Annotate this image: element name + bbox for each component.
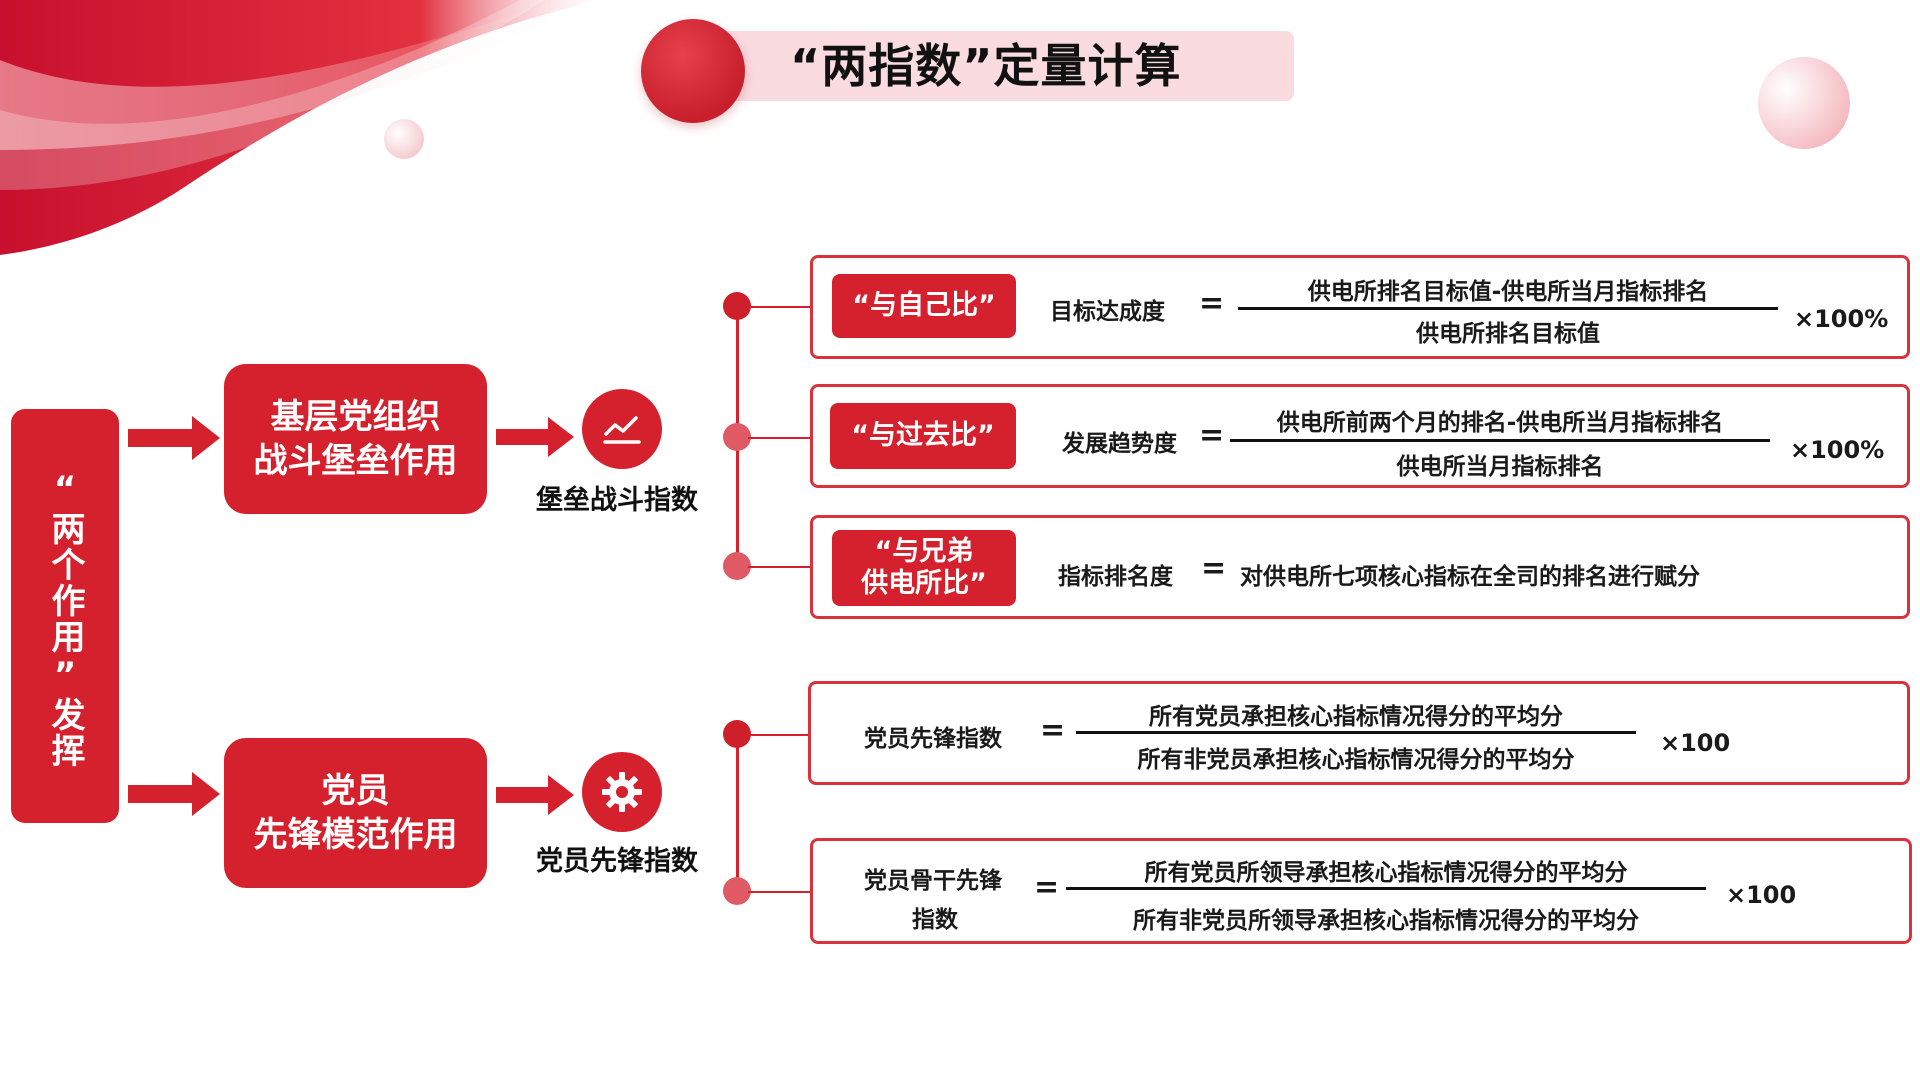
trend-chart-icon <box>603 416 641 444</box>
connector-line <box>748 891 810 893</box>
metric-member-vanguard: 党员先锋指数 <box>864 726 1002 752</box>
metric-backbone-line1: 党员骨干先锋 <box>864 868 1002 894</box>
title-background <box>718 31 1294 101</box>
connector-dot <box>723 877 751 905</box>
gear-icon <box>602 772 642 812</box>
formula-backbone-vanguard <box>810 838 1912 944</box>
tag-peer-line1: “与兄弟 <box>874 536 974 567</box>
arrow-to-member-index <box>496 775 574 815</box>
bastion-role-line2: 战斗堡垒作用 <box>253 441 458 481</box>
fraction-line <box>1230 439 1770 442</box>
member-role-line2: 先锋模范作用 <box>253 815 458 855</box>
equals-sign: = <box>1034 870 1060 905</box>
arrow-to-bastion <box>128 416 220 460</box>
tag-peer-line2: 供电所比” <box>861 568 987 599</box>
multiplier: ×100 <box>1726 881 1797 909</box>
arrow-to-member <box>128 772 220 816</box>
multiplier: ×100 <box>1660 729 1731 757</box>
numerator: 所有党员所领导承担核心指标情况得分的平均分 <box>1144 860 1628 886</box>
fraction-line <box>1238 307 1778 310</box>
page-title: “两指数”定量计算 <box>790 39 1182 93</box>
two-roles-label: “两个作用”发挥 <box>45 469 85 769</box>
equals-sign: = <box>1040 713 1066 748</box>
two-roles-block: “两个作用”发挥 <box>11 409 119 823</box>
bastion-index-label: 堡垒战斗指数 <box>536 485 698 516</box>
tag-past-compare: “与过去比” <box>830 403 1016 469</box>
multiplier: ×100% <box>1794 305 1889 333</box>
connector-line <box>748 437 810 439</box>
bastion-index-icon-circle <box>582 389 662 469</box>
title-circle-icon <box>641 19 745 123</box>
fraction-line <box>1076 731 1636 734</box>
fraction-line <box>1066 887 1706 890</box>
connector-dot <box>723 292 751 320</box>
denominator: 所有非党员承担核心指标情况得分的平均分 <box>1137 747 1575 773</box>
denominator: 供电所排名目标值 <box>1416 321 1600 347</box>
arrow-to-bastion-index <box>496 417 574 457</box>
numerator: 所有党员承担核心指标情况得分的平均分 <box>1149 704 1563 730</box>
equals-sign: = <box>1199 286 1225 321</box>
connector-line <box>748 734 810 736</box>
bastion-role-box: 基层党组织 战斗堡垒作用 <box>224 364 487 514</box>
metric-goal-achievement: 目标达成度 <box>1050 299 1165 325</box>
metric-index-ranking: 指标排名度 <box>1058 564 1173 590</box>
equals-sign: = <box>1199 418 1225 453</box>
connector-line <box>748 566 810 568</box>
connector-line <box>748 306 810 308</box>
connector-dot <box>723 552 751 580</box>
ranking-description: 对供电所七项核心指标在全司的排名进行赋分 <box>1240 564 1700 590</box>
bastion-role-line1: 基层党组织 <box>270 397 441 437</box>
numerator: 供电所前两个月的排名-供电所当月指标排名 <box>1276 410 1724 436</box>
denominator: 所有非党员所领导承担核心指标情况得分的平均分 <box>1133 908 1639 934</box>
member-connector-vertical <box>736 735 739 891</box>
metric-development-trend: 发展趋势度 <box>1062 431 1177 457</box>
connector-dot <box>723 423 751 451</box>
metric-backbone-line2: 指数 <box>912 907 958 933</box>
decorative-circle-small <box>384 119 424 159</box>
member-role-line1: 党员 <box>321 771 390 811</box>
equals-sign: = <box>1201 551 1227 586</box>
numerator: 供电所排名目标值-供电所当月指标排名 <box>1307 279 1709 305</box>
tag-peer-compare: “与兄弟 供电所比” <box>832 530 1016 606</box>
member-role-box: 党员 先锋模范作用 <box>224 738 487 888</box>
tag-self-compare: “与自己比” <box>832 274 1016 338</box>
connector-dot <box>723 720 751 748</box>
decorative-circle-right <box>1758 57 1850 149</box>
multiplier: ×100% <box>1790 436 1885 464</box>
member-index-label: 党员先锋指数 <box>536 846 698 877</box>
decorative-swoosh <box>0 0 600 255</box>
denominator: 供电所当月指标排名 <box>1396 454 1604 480</box>
member-index-icon-circle <box>582 752 662 832</box>
